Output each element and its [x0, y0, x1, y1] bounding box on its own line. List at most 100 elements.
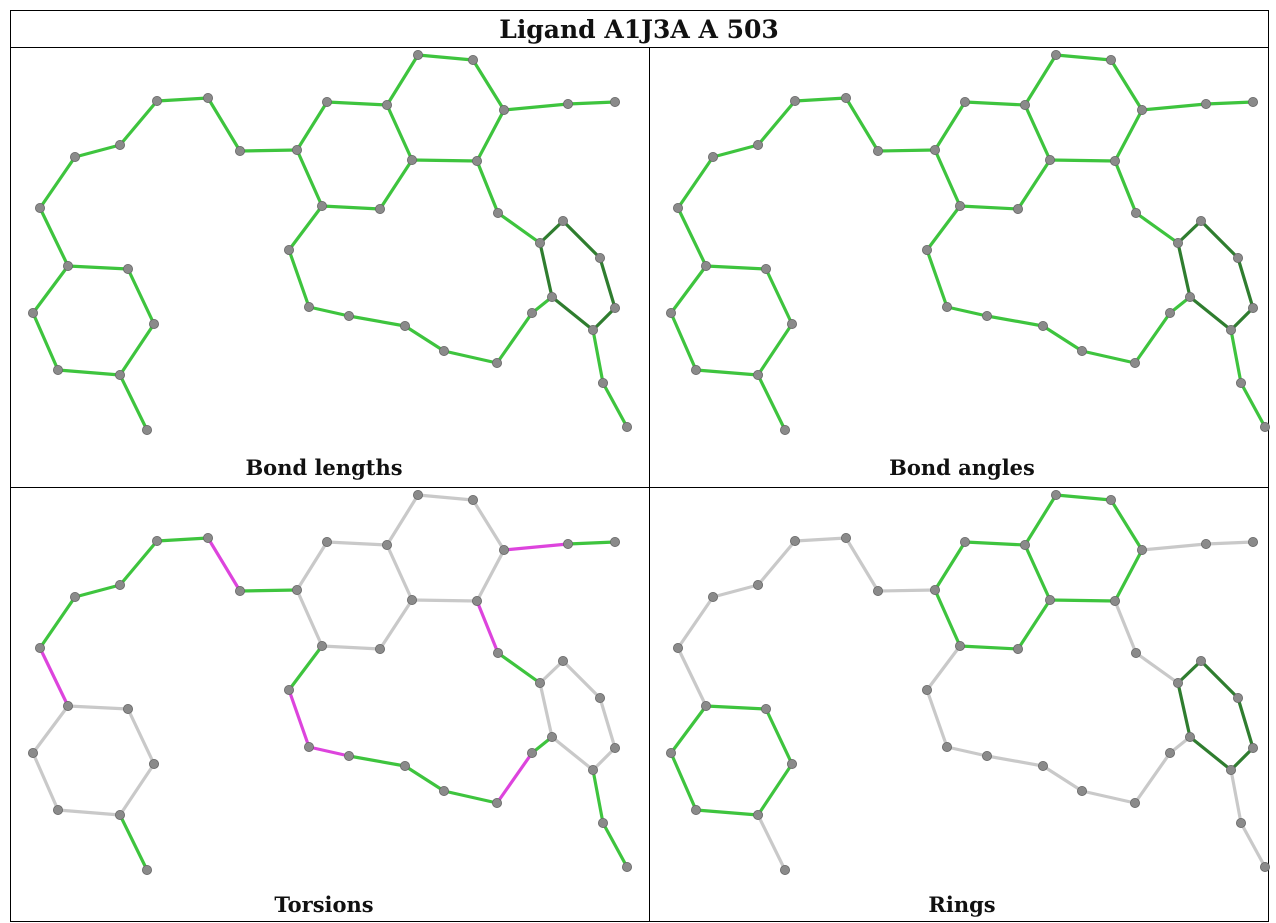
bond-1-2	[56, 368, 122, 377]
atom-13	[929, 144, 940, 155]
atom-33	[1173, 677, 1184, 688]
bond-10-11	[155, 96, 210, 103]
atom-38	[1226, 764, 1237, 775]
atom-6	[786, 758, 797, 769]
bond-24-13	[295, 588, 324, 648]
bond-39-40	[601, 381, 629, 429]
bond-30-31	[1133, 311, 1172, 365]
bond-13-14	[295, 540, 329, 592]
atom-32	[547, 731, 558, 742]
atom-12	[234, 145, 245, 156]
panel-caption-rings: Rings	[928, 892, 995, 917]
atom-20	[1248, 537, 1259, 548]
bond-17-16	[410, 158, 479, 163]
bond-18-19	[1140, 542, 1208, 552]
bond-27-28	[985, 754, 1045, 768]
atom-10	[151, 96, 162, 107]
atom-16	[406, 154, 417, 165]
bond-8-9	[73, 143, 122, 159]
bond-27-28	[347, 754, 407, 768]
atom-28	[1037, 760, 1048, 771]
bond-3-4	[31, 704, 70, 755]
atom-28	[399, 760, 410, 771]
bond-32-33	[1176, 241, 1192, 299]
atom-4	[701, 700, 712, 711]
bond-39-40	[1239, 821, 1267, 869]
bond-12-13	[876, 148, 937, 153]
bond-11-12	[206, 536, 242, 593]
bond-10-11	[793, 536, 848, 543]
bond-2-3	[669, 751, 698, 812]
atom-21	[412, 490, 423, 501]
atom-26	[303, 741, 314, 752]
atom-37	[610, 742, 621, 753]
atom-17	[471, 595, 482, 606]
atom-25	[283, 684, 294, 695]
atom-23	[1012, 643, 1023, 654]
bond-38-39	[591, 328, 605, 385]
bond-35-36	[1199, 659, 1240, 700]
bond-5-6	[126, 267, 156, 326]
bond-9-10	[756, 539, 797, 587]
bond-21-22	[416, 53, 475, 62]
atom-38	[1226, 324, 1237, 335]
atom-19	[563, 99, 574, 110]
bond-30-31	[495, 751, 534, 805]
atom-20	[610, 537, 621, 548]
atom-15	[1019, 540, 1030, 551]
bond-4-7	[38, 646, 70, 708]
atom-7	[35, 202, 46, 213]
bond-0-1	[756, 373, 787, 432]
bond-22-18	[1109, 498, 1144, 552]
bond-10-11	[793, 96, 848, 103]
panel-bond-angles: Bond angles	[665, 50, 1271, 480]
bond-37-38	[591, 746, 617, 772]
atom-8	[708, 151, 719, 162]
bond-4-7	[676, 206, 708, 268]
bond-26-27	[945, 745, 989, 758]
atom-22	[1105, 55, 1116, 66]
atom-40	[622, 861, 633, 872]
bond-3-4	[669, 704, 708, 755]
atom-19	[1201, 99, 1212, 110]
bond-18-17	[1113, 108, 1144, 163]
atom-25	[921, 244, 932, 255]
atom-38	[588, 764, 599, 775]
atom-10	[789, 96, 800, 107]
bond-34-33	[496, 651, 542, 685]
panel-caption-bond-angles: Bond angles	[889, 455, 1035, 480]
bond-36-37	[598, 696, 617, 750]
bond-9-10	[118, 539, 159, 587]
bond-25-26	[287, 248, 311, 309]
bond-15-16	[1023, 543, 1052, 602]
bond-11-12	[844, 536, 880, 593]
bond-13-14	[933, 100, 967, 152]
bond-17-16	[1048, 158, 1117, 163]
atom-6	[148, 758, 159, 769]
bond-21-22	[1054, 493, 1113, 502]
atom-34	[1130, 647, 1141, 658]
bond-38-32	[1188, 295, 1233, 332]
atom-31	[527, 307, 538, 318]
figure-title: Ligand A1J3A A 503	[499, 15, 779, 44]
bond-18-17	[1113, 548, 1144, 603]
atom-29	[438, 345, 449, 356]
bond-15-16	[385, 543, 414, 602]
atom-6	[148, 318, 159, 329]
atom-27	[981, 750, 992, 761]
atom-28	[399, 320, 410, 331]
atom-29	[1076, 345, 1087, 356]
bond-0-1	[118, 813, 149, 872]
atom-31	[527, 747, 538, 758]
bond-36-37	[1236, 696, 1255, 750]
bond-7-8	[676, 595, 715, 650]
bond-33-35	[1176, 659, 1203, 685]
bond-38-39	[1229, 328, 1243, 385]
bond-12-13	[876, 588, 937, 593]
bond-32-33	[538, 241, 554, 299]
atom-7	[673, 202, 684, 213]
bond-35-36	[1199, 219, 1240, 260]
atom-0	[141, 864, 152, 875]
bond-34-33	[1134, 651, 1180, 685]
